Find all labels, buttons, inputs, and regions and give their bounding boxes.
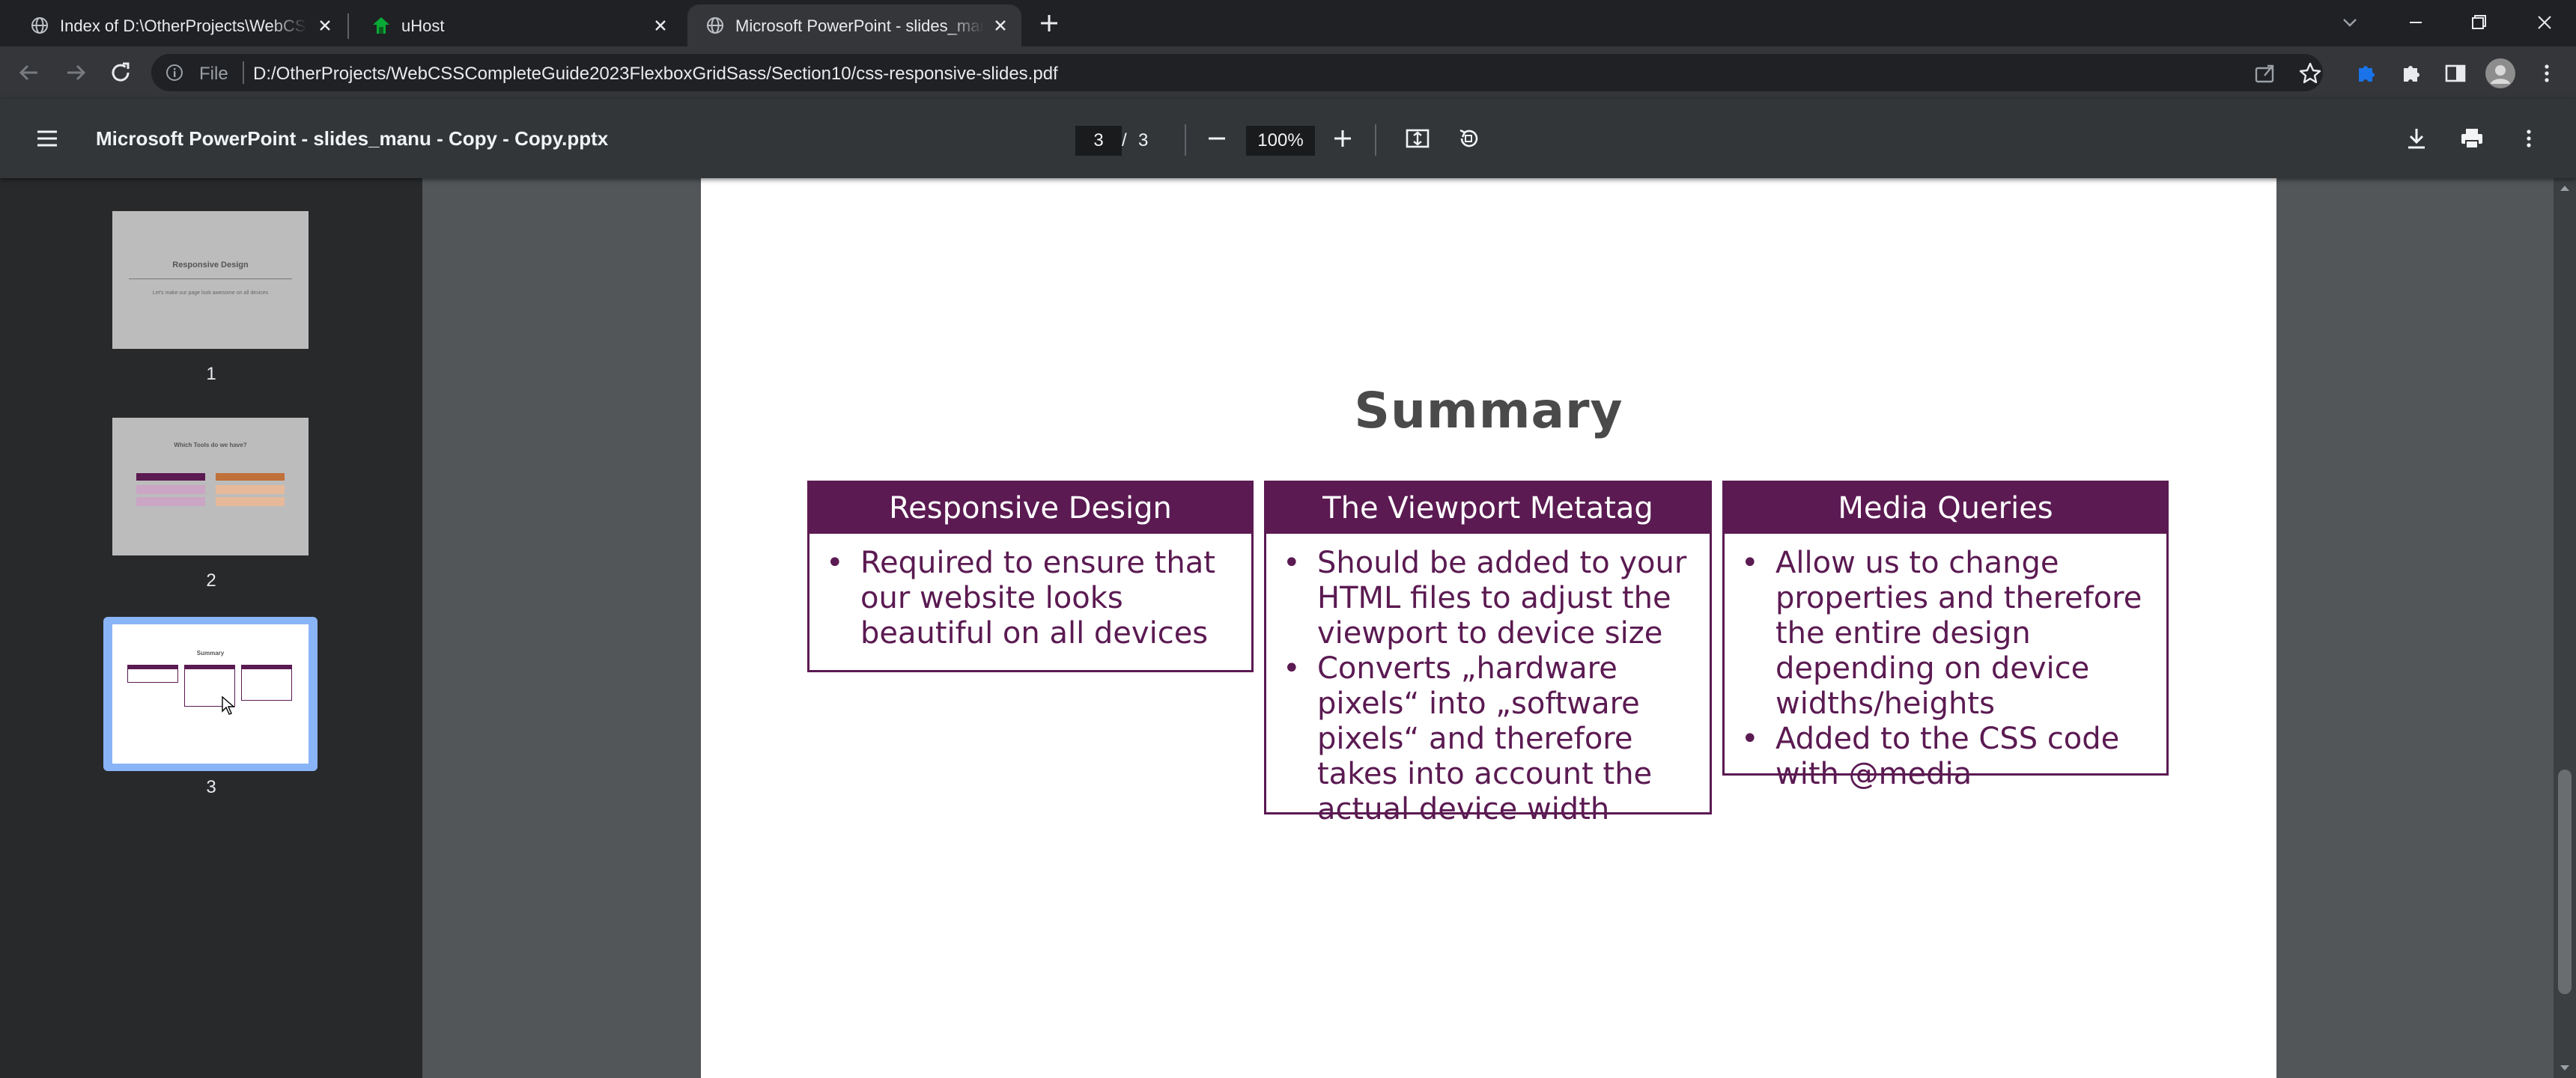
card-bullet-list: Allow us to change properties and theref…: [1725, 534, 2166, 800]
thumbnail-title: Summary: [196, 650, 225, 657]
thumbnail-title: Responsive Design: [172, 261, 249, 270]
minimize-icon[interactable]: [2399, 7, 2432, 37]
pdf-page: Summary Responsive Design Required to en…: [701, 178, 2276, 1078]
thumbnail-box: [216, 473, 285, 481]
reload-icon[interactable]: [106, 58, 135, 87]
scrollbar-thumb[interactable]: [2558, 770, 2572, 994]
print-icon[interactable]: [2458, 124, 2486, 153]
bookmark-star-icon[interactable]: [2296, 59, 2324, 88]
card-bullet: Required to ensure that our website look…: [817, 546, 1244, 651]
zoom-level-input[interactable]: 100%: [1246, 126, 1315, 156]
url-text[interactable]: D:/OtherProjects/WebCSSCompleteGuide2023…: [253, 64, 1058, 84]
tab-pdf[interactable]: Microsoft PowerPoint - slides_manu - Cop…: [687, 4, 1021, 46]
divider: [243, 61, 244, 84]
thumbnail-box: [184, 665, 235, 707]
thumbnail-box: [241, 665, 292, 701]
share-icon[interactable]: [2251, 59, 2279, 88]
page-thumbnail-2[interactable]: Which Tools do we have?: [112, 418, 309, 555]
info-icon[interactable]: [165, 63, 184, 82]
back-icon[interactable]: [15, 58, 43, 87]
tab-title: Index of D:\OtherProjects\WebCSSComplete…: [60, 16, 307, 35]
close-icon[interactable]: [990, 15, 1011, 36]
rotate-icon[interactable]: [1454, 124, 1483, 153]
sidebar-menu-icon[interactable]: [33, 124, 61, 153]
tab-search-icon[interactable]: [2333, 7, 2366, 37]
download-icon[interactable]: [2402, 124, 2431, 153]
card-bullet: Converts „hardware pixels“ into „softwar…: [1274, 651, 1702, 827]
tab-uhost[interactable]: uHost: [353, 4, 683, 46]
total-pages: 3: [1138, 130, 1149, 150]
thumbnail-box: [216, 497, 285, 506]
thumbnail-title: Which Tools do we have?: [174, 442, 247, 448]
browser-menu-icon[interactable]: [2533, 59, 2561, 88]
forward-icon[interactable]: [61, 58, 90, 87]
page-number-input[interactable]: 3: [1075, 126, 1122, 156]
card-bullet-list: Should be added to your HTML files to ad…: [1266, 534, 1710, 835]
vertical-scrollbar[interactable]: [2554, 178, 2576, 1078]
page-number-label: 3: [206, 777, 216, 797]
summary-card-viewport-metatag: The Viewport Metatag Should be added to …: [1264, 481, 1712, 826]
side-panel-icon[interactable]: [2441, 59, 2470, 88]
pdf-toolbar: Microsoft PowerPoint - slides_manu - Cop…: [0, 99, 2576, 178]
page-number-label: 2: [206, 570, 216, 591]
tab-title: uHost: [401, 16, 445, 35]
thumbnail-box: [136, 473, 205, 481]
zoom-out-icon[interactable]: [1203, 124, 1231, 153]
thumbnail-box: [216, 485, 285, 494]
thumbnail-rule: [129, 278, 292, 279]
scroll-down-arrow-icon[interactable]: [2558, 1062, 2572, 1075]
mouse-cursor-icon: [222, 696, 235, 715]
card-heading: The Viewport Metatag: [1266, 483, 1710, 534]
fit-page-icon[interactable]: [1403, 124, 1432, 153]
thumbnail-box: [136, 497, 205, 506]
thumbnail-box: [127, 665, 178, 683]
scroll-up-arrow-icon[interactable]: [2558, 181, 2572, 195]
slide-title: Summary: [1354, 382, 1623, 439]
thumbnail-box: [136, 485, 205, 494]
tab-index[interactable]: Index of D:\OtherProjects\WebCSSComplete…: [12, 4, 346, 46]
extension-pinned-icon[interactable]: [2351, 59, 2380, 88]
card-bullet: Added to the CSS code with @media: [1732, 722, 2159, 792]
divider: [1185, 124, 1186, 156]
uhost-logo-icon: [373, 17, 389, 34]
card-bullet-list: Required to ensure that our website look…: [809, 534, 1251, 659]
url-scheme: File: [199, 64, 228, 84]
more-options-icon[interactable]: [2515, 124, 2543, 153]
close-icon[interactable]: [315, 15, 335, 36]
page-thumbnail-1[interactable]: Responsive Design Let's make our page lo…: [112, 211, 309, 349]
browser-toolbar: File D:/OtherProjects/WebCSSCompleteGuid…: [0, 46, 2576, 99]
divider: [1375, 124, 1376, 156]
page-number-label: 1: [206, 364, 216, 384]
globe-icon: [707, 17, 723, 34]
thumbnail-page: Summary: [112, 624, 309, 764]
document-title: Microsoft PowerPoint - slides_manu - Cop…: [96, 127, 609, 150]
page-separator: /: [1122, 130, 1127, 150]
card-heading: Responsive Design: [809, 483, 1251, 534]
tab-strip: Index of D:\OtherProjects\WebCSSComplete…: [0, 0, 2576, 46]
tab-divider: [347, 13, 349, 39]
card-heading: Media Queries: [1725, 483, 2166, 534]
summary-card-media-queries: Media Queries Allow us to change propert…: [1722, 481, 2169, 791]
tab-title: Microsoft PowerPoint - slides_manu - Cop…: [735, 16, 984, 35]
new-tab-icon[interactable]: [1038, 12, 1060, 34]
address-bar[interactable]: File D:/OtherProjects/WebCSSCompleteGuid…: [151, 54, 2323, 91]
pdf-viewport[interactable]: Summary Responsive Design Required to en…: [422, 178, 2576, 1078]
profile-avatar[interactable]: [2485, 58, 2516, 89]
restore-icon[interactable]: [2462, 7, 2495, 37]
close-icon[interactable]: [650, 15, 671, 36]
thumbnail-subtitle: Let's make our page look awesome on all …: [152, 290, 269, 296]
page-thumbnail-3-selected[interactable]: Summary: [103, 617, 318, 771]
summary-card-responsive-design: Responsive Design Required to ensure tha…: [807, 481, 1254, 672]
extensions-icon[interactable]: [2396, 59, 2425, 88]
thumbnail-sidebar: Responsive Design Let's make our page lo…: [0, 178, 422, 1078]
card-bullet: Allow us to change properties and theref…: [1732, 546, 2159, 722]
card-bullet: Should be added to your HTML files to ad…: [1274, 546, 1702, 651]
close-window-icon[interactable]: [2528, 7, 2561, 37]
globe-icon: [31, 17, 48, 34]
zoom-in-icon[interactable]: [1328, 124, 1357, 153]
